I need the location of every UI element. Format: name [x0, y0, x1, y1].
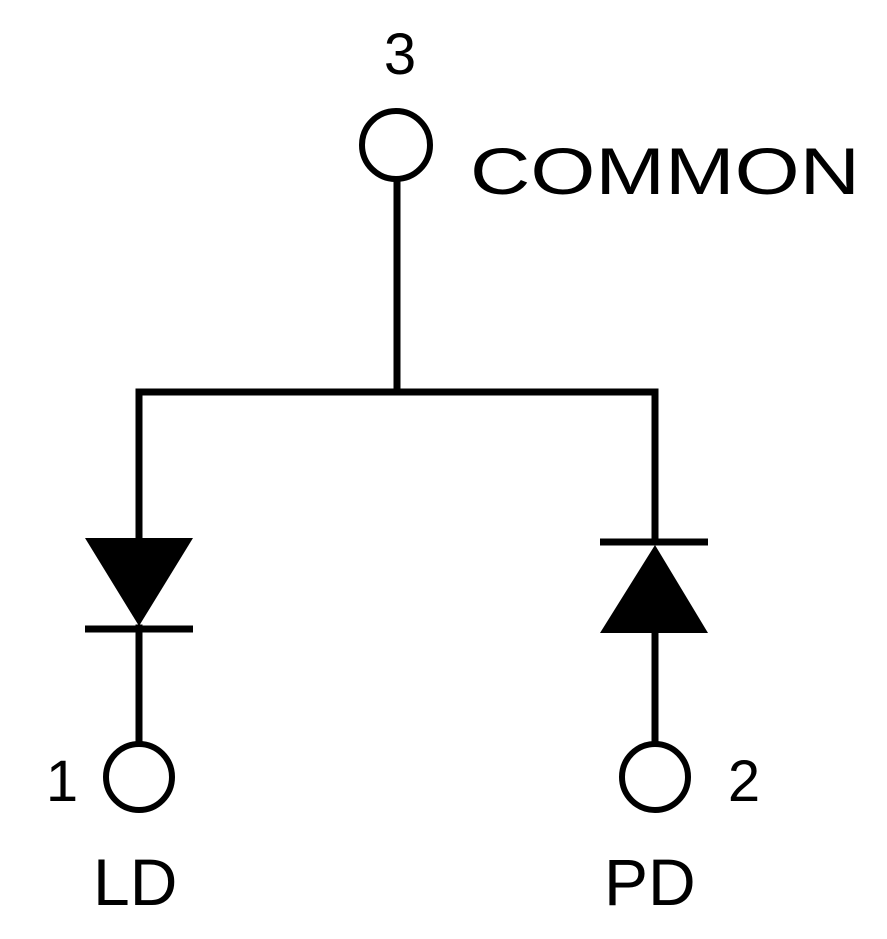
pin1-number: 1 — [46, 749, 78, 814]
pin3-name: COMMON — [470, 134, 860, 208]
pin1-name: LD — [93, 845, 177, 919]
pin2-name: PD — [604, 845, 696, 919]
pin3-number: 3 — [384, 22, 416, 87]
photodiode-symbol — [600, 538, 708, 633]
pin2-terminal-circle — [619, 741, 691, 813]
pin3-terminal-circle — [359, 108, 433, 182]
pd-diode-triangle — [600, 545, 708, 633]
pin1-terminal-circle — [103, 741, 175, 813]
ld-diode-triangle — [85, 538, 193, 626]
pin2-number: 2 — [728, 749, 760, 814]
laser-diode-symbol — [85, 538, 193, 633]
